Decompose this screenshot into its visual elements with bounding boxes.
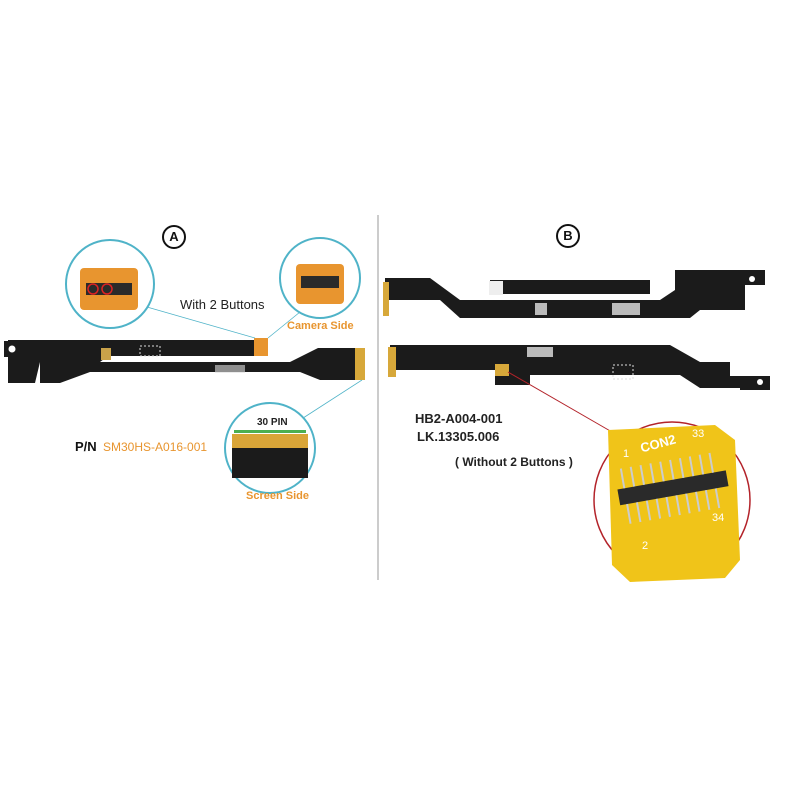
screen-side-label: Screen Side [246, 490, 309, 502]
pin-label-1: 1 [623, 448, 630, 460]
part-number-2: LK.13305.006 [417, 429, 500, 444]
magnifier-screen-side [224, 379, 363, 494]
pin-label-2: 2 [642, 540, 649, 552]
pin-label-34: 34 [712, 512, 725, 524]
pin-count-label: 30 PIN [257, 417, 288, 428]
part-number-1: HB2-A004-001 [415, 411, 503, 426]
panel-a-marker: A [162, 225, 186, 249]
magnifier-buttons [65, 239, 256, 339]
panel-b-marker: B [556, 224, 580, 248]
screen-connector [355, 348, 365, 380]
without-buttons-label: ( Without 2 Buttons ) [455, 455, 573, 469]
camera-connector [254, 338, 268, 356]
pin-label-33: 33 [692, 428, 705, 440]
with-buttons-label: With 2 Buttons [180, 297, 265, 312]
pn-value: SM30HS-A016-001 [103, 440, 208, 454]
cable-a [4, 338, 365, 383]
cable-b-bottom [388, 345, 770, 390]
magnifier-connector-b [507, 371, 751, 582]
pn-label: P/N [75, 439, 97, 454]
camera-side-label: Camera Side [287, 320, 354, 332]
magnifier-camera-side [267, 237, 361, 339]
cable-b-top [383, 270, 765, 318]
